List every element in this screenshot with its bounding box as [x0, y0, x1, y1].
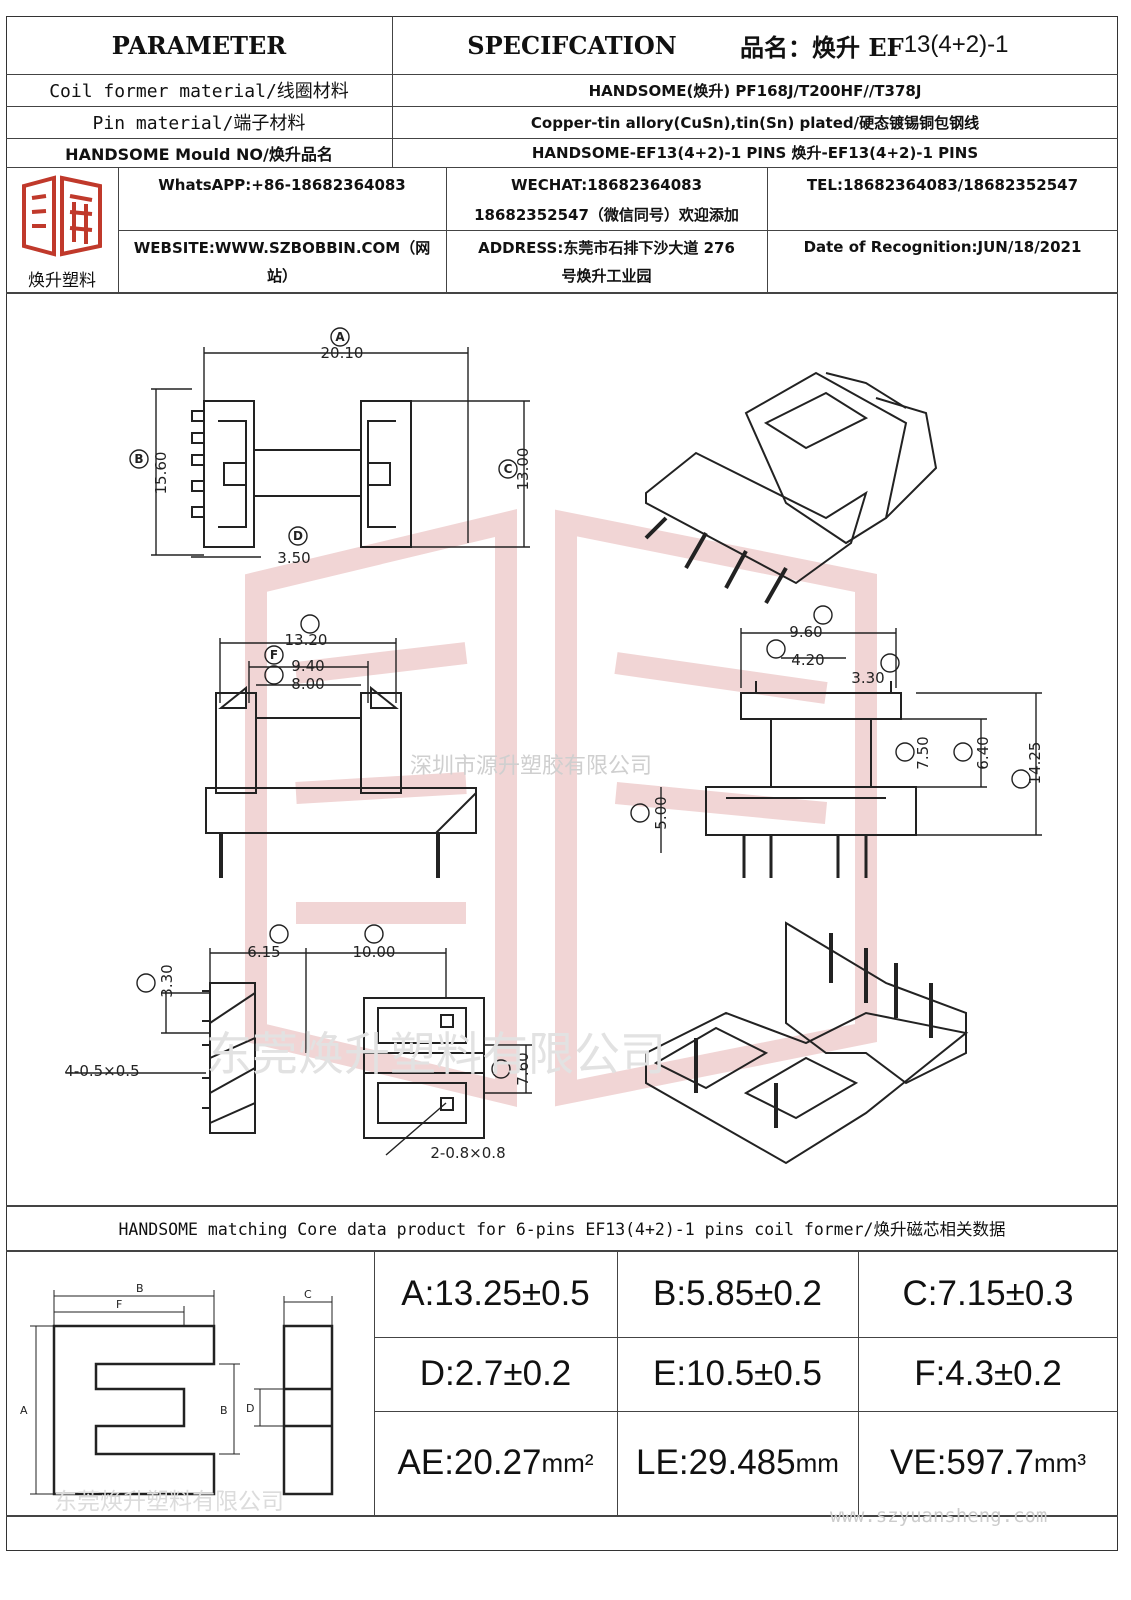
address-suffix: 号焕升工业园 [561, 266, 652, 285]
website: WEBSITE:WWW.SZBOBBIN.COM（网 [133, 238, 431, 257]
dim-i: 4.20 [791, 651, 824, 669]
dim-q: 10.00 [353, 943, 396, 961]
core-value-d: D:2.7±0.2 [419, 1354, 572, 1393]
core-value-b: B:5.85±0.2 [652, 1273, 823, 1313]
dim-n: 5.00 [652, 796, 670, 829]
dim-a: 20.10 [321, 344, 364, 362]
note-pins: 4-0.5×0.5 [64, 1062, 139, 1080]
logo-mark-icon [22, 175, 102, 257]
telephone: TEL:18682364083/18682352547 [806, 176, 1079, 194]
dim-p: 6.15 [247, 943, 280, 961]
coil-material-label: Coil former material/线圈材料 [49, 81, 349, 102]
row-line [6, 167, 1118, 168]
core-value-e: E:10.5±0.5 [652, 1354, 823, 1393]
drawing-views: A B C D F 20.10 15.60 13.00 3.50 13.20 9… [64, 327, 1044, 1165]
le-unit: mm [795, 1447, 839, 1478]
product-name-model: 13(4+2)-1 [903, 31, 1009, 58]
core-label-c: C [304, 1288, 312, 1301]
pin-material-value: Copper-tin allory(CuSn),tin(Sn) plated/硬… [530, 113, 980, 132]
core-table-line [374, 1411, 1118, 1412]
coil-material-value: HANDSOME(焕升) PF168J/T200HF//T378J [588, 81, 922, 100]
specification-heading: SPECIFCATION [467, 30, 677, 60]
watermark-company: 深圳市源升塑胶有限公司 [410, 754, 653, 779]
section-line [6, 1205, 1118, 1207]
dim-f: 9.40 [291, 657, 324, 675]
core-value-c: C:7.15±0.3 [902, 1273, 1074, 1313]
dim-e: 13.20 [285, 631, 328, 649]
wechat: WECHAT:18682364083 [510, 176, 702, 194]
dim-letter-d: D [293, 529, 303, 543]
dim-h: 9.60 [789, 623, 822, 641]
dim-l: 6.40 [974, 736, 992, 769]
core-table-divider [858, 1250, 859, 1515]
info-row-line [118, 230, 1118, 231]
dim-letter-f: F [270, 648, 278, 662]
le-value: LE:29.485 [636, 1443, 796, 1482]
mould-no-value: HANDSOME-EF13(4+2)-1 PINS 焕升-EF13(4+2)-1… [531, 144, 979, 162]
core-drawing: B F C A B D [14, 1254, 366, 1512]
website-suffix: 站） [266, 266, 297, 285]
address: ADDRESS:东莞市石排下沙大道 276 [478, 238, 735, 257]
core-data-title: HANDSOME matching Core data product for … [118, 1220, 1006, 1239]
ve-unit: mm³ [1034, 1447, 1086, 1478]
watermark-company-large: 东莞焕升塑料有限公司 [206, 1027, 666, 1081]
ae-value: AE:20.27 [397, 1443, 542, 1482]
dim-r: 7.60 [514, 1052, 532, 1085]
technical-drawing: A B C D F 20.10 15.60 13.00 3.50 13.20 9… [6, 293, 1118, 1205]
info-bottom-line [6, 292, 1118, 294]
header-divider [392, 16, 393, 167]
core-table-divider [617, 1250, 618, 1515]
core-table-line [374, 1337, 1118, 1338]
dim-g: 8.00 [291, 675, 324, 693]
info-divider [118, 167, 119, 292]
core-shape: B F C A B D [20, 1282, 334, 1496]
website-watermark: www.szyuansheng.com [830, 1505, 1048, 1527]
core-label-e: B [220, 1404, 228, 1417]
dim-d: 3.50 [277, 549, 310, 567]
date-of-recognition: Date of Recognition:JUN/18/2021 [803, 238, 1082, 256]
core-label-b: B [136, 1282, 144, 1295]
wechat-note: 18682352547（微信同号）欢迎添加 [474, 205, 739, 224]
whatsapp: WhatsAPP:+86-18682364083 [158, 176, 406, 194]
dim-letter-c: C [504, 462, 513, 476]
note-holes: 2-0.8×0.8 [430, 1144, 505, 1162]
dim-b: 15.60 [152, 452, 170, 495]
ae-unit: mm² [541, 1447, 594, 1478]
core-table-bottom [6, 1515, 1118, 1517]
dim-j: 3.30 [851, 669, 884, 687]
dim-t: 3.30 [158, 964, 176, 997]
section-line [6, 1250, 1118, 1252]
document-frame [6, 16, 1118, 1551]
mould-no-label: HANDSOME Mould NO/焕升品名 [65, 144, 333, 164]
row-line [6, 106, 1118, 107]
parameter-heading: PARAMETER [111, 30, 287, 60]
ve-value: VE:597.7 [890, 1443, 1034, 1482]
core-label-d: D [246, 1402, 254, 1415]
dim-letter-a: A [335, 330, 345, 344]
core-label-a: A [20, 1404, 28, 1417]
dim-c: 13.00 [514, 448, 532, 491]
dim-k: 7.50 [914, 736, 932, 769]
product-name-label: 品名：焕升 EF [740, 32, 904, 62]
logo-text: 焕升塑料 [28, 271, 96, 291]
dim-m: 14.25 [1026, 742, 1044, 785]
info-divider [446, 167, 447, 292]
company-logo: 焕升塑料 [14, 172, 110, 291]
row-line [6, 74, 1118, 75]
core-value-f: F:4.3±0.2 [914, 1354, 1062, 1393]
core-value-a: A:13.25±0.5 [401, 1273, 590, 1313]
info-divider [767, 167, 768, 292]
core-label-f: F [116, 1298, 122, 1311]
dim-letter-b: B [134, 452, 143, 466]
core-table-divider [374, 1250, 375, 1515]
pin-material-label: Pin material/端子材料 [92, 113, 306, 134]
row-line [6, 138, 1118, 139]
core-watermark: 东莞焕升塑料有限公司 [54, 1489, 284, 1515]
